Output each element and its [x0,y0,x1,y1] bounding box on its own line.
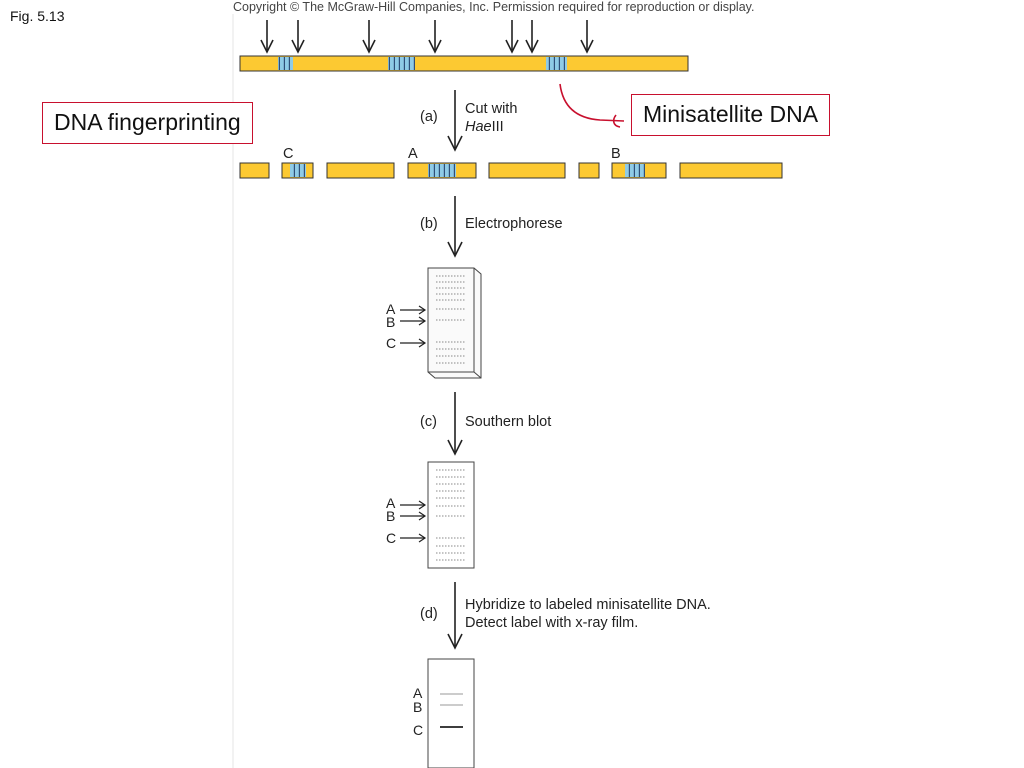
step-b-tag: (b) [420,216,438,232]
step-c-tag: (c) [420,414,437,430]
step-a-line1: Cut with [465,101,517,117]
gel-lane-a: A [386,301,396,317]
fragment [578,162,600,179]
callout-pointer [559,83,625,122]
fragment [326,162,395,179]
fragment [679,162,783,179]
cut-site-arrow-4 [428,20,442,54]
step-c-label: Southern blot [465,414,551,430]
cut-site-arrow-6 [525,20,539,54]
step-d-line1: Hybridize to labeled minisatellite DNA. [465,597,711,613]
fragment-label-b: B [611,146,621,162]
cut-site-arrows [260,20,594,54]
copyright-notice: Copyright © The McGraw-Hill Companies, I… [233,0,755,14]
gel-lane-b: B [386,314,395,330]
blot-lane-b: B [386,508,395,524]
blot-membrane: A B C [386,461,475,569]
cut-site-arrow-2 [291,20,305,54]
cut-site-arrow-7 [580,20,594,54]
film-lane-a: A [413,685,423,701]
minisatellite-block-3 [546,57,567,70]
step-d: (d) Hybridize to labeled minisatellite D… [420,582,711,650]
minisatellite-block-2 [388,57,415,70]
minisatellite-dna-callout: Minisatellite DNA [631,94,831,136]
step-a-tag: (a) [420,109,438,125]
blot-lane-c: C [386,530,396,546]
step-d-line2: Detect label with x-ray film. [465,615,638,631]
fragment-label-c: C [283,146,293,162]
minisatellite-block-1 [278,57,293,70]
film-lane-c: C [413,722,423,738]
step-c: (c) Southern blot [420,392,551,456]
cut-site-arrow-5 [505,20,519,54]
figure-number: Fig. 5.13 [10,8,65,24]
fragment [239,162,270,179]
step-a: (a) Cut with HaeIII [420,90,517,152]
step-d-tag: (d) [420,606,438,622]
restriction-fragments [239,162,783,179]
fragment-label-a: A [408,146,418,162]
step-b-label: Electrophorese [465,216,563,232]
xray-film: A B C [413,658,475,768]
step-b: (b) Electrophorese [420,196,563,258]
intact-dna-strand [239,55,689,72]
blot-lane-a: A [386,495,396,511]
fragment-c [281,162,314,179]
fragment-b [611,162,667,179]
figure-border [232,14,234,768]
fragment-a [407,162,477,179]
electrophoresis-gel: A B C [386,267,482,379]
fragment [488,162,566,179]
film-lane-b: B [413,699,422,715]
cut-site-arrow-1 [260,20,274,54]
step-a-line2: HaeIII [465,119,504,135]
gel-lane-c: C [386,335,396,351]
dna-fingerprinting-callout: DNA fingerprinting [42,102,253,144]
cut-site-arrow-3 [362,20,376,54]
